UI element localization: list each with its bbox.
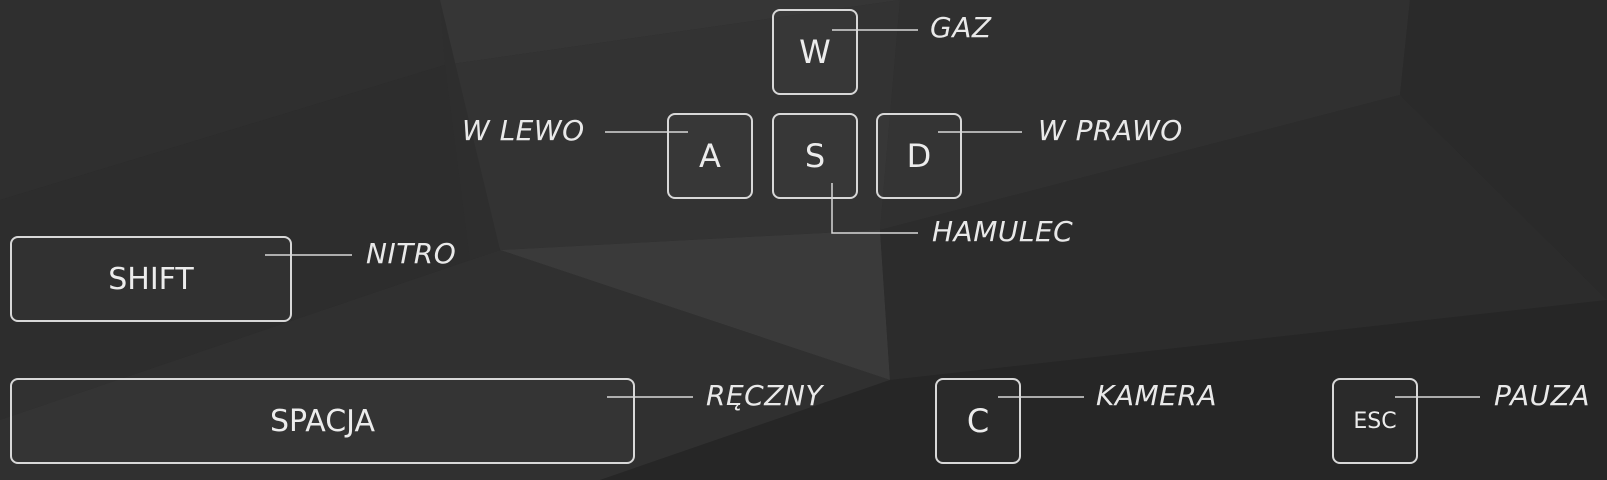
label-kamera: KAMERA bbox=[1096, 379, 1217, 412]
key-c: C bbox=[935, 378, 1021, 464]
key-a: A bbox=[667, 113, 753, 199]
key-esc: ESC bbox=[1332, 378, 1418, 464]
label-nitro: NITRO bbox=[366, 237, 457, 270]
key-shift: SHIFT bbox=[10, 236, 292, 322]
key-d: D bbox=[876, 113, 962, 199]
key-s: S bbox=[772, 113, 858, 199]
label-reczny: RĘCZNY bbox=[706, 379, 823, 412]
key-space: SPACJA bbox=[10, 378, 635, 464]
label-w-lewo: W LEWO bbox=[462, 114, 585, 147]
label-w-prawo: W PRAWO bbox=[1038, 114, 1183, 147]
key-w: W bbox=[772, 9, 858, 95]
label-pauza: PAUZA bbox=[1494, 379, 1590, 412]
label-gaz: GAZ bbox=[930, 11, 992, 44]
label-hamulec: HAMULEC bbox=[932, 215, 1074, 248]
